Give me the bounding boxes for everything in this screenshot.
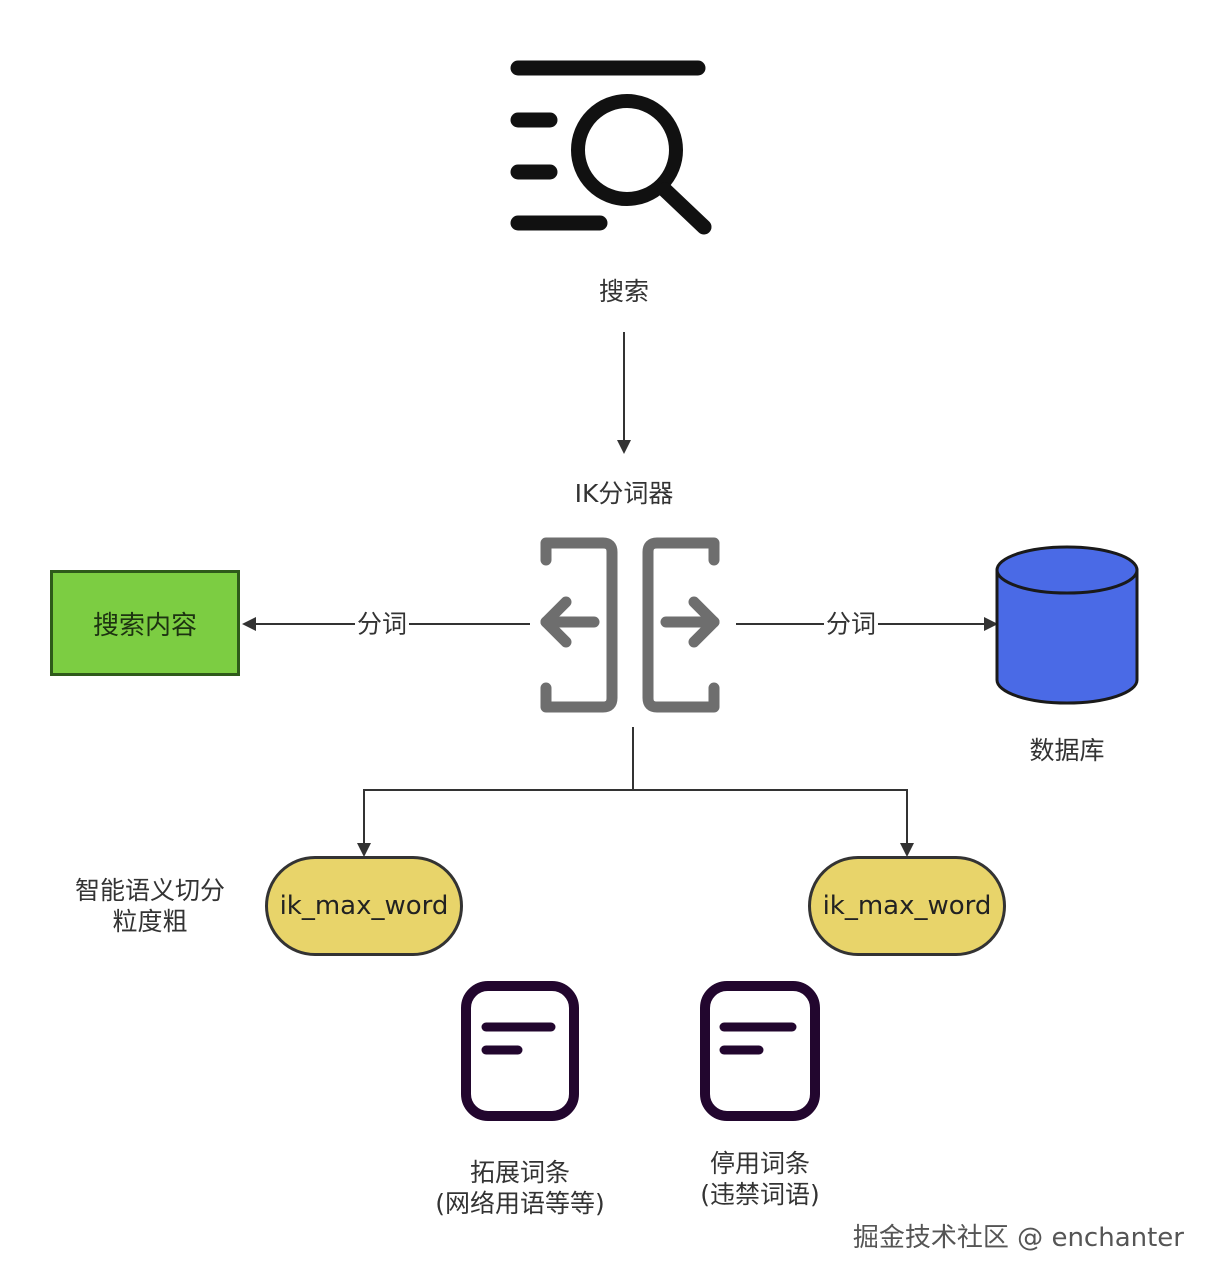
split-arrows-icon — [540, 537, 720, 713]
stop-dict-line2: (违禁词语) — [700, 1180, 820, 1210]
search-content-label: 搜索内容 — [92, 610, 197, 641]
stop-dict-line1: 停用词条 — [709, 1149, 811, 1178]
ik-max-word-node-right: ik_max_word — [808, 856, 1006, 956]
watermark: 掘金技术社区 @ enchanter — [852, 1223, 1184, 1253]
document-icon — [700, 981, 820, 1121]
tokenizer-label: IK分词器 — [574, 479, 674, 508]
search-list-icon — [510, 60, 712, 235]
smart-split-annotation: 智能语义切分 粒度粗 — [75, 875, 225, 938]
search-label: 搜索 — [598, 277, 650, 306]
ik-max-word-label-left: ik_max_word — [279, 891, 449, 921]
edge-label-right: 分词 — [823, 608, 879, 640]
database-cylinder-icon — [995, 545, 1139, 705]
database-label: 数据库 — [1029, 736, 1105, 765]
ext-dict-line2: (网络用语等等) — [435, 1189, 605, 1219]
edge-tokenizer-to-ik-modes — [357, 727, 914, 857]
edge-label-left: 分词 — [354, 608, 410, 640]
smart-split-line1: 智能语义切分 — [74, 876, 226, 905]
ext-dict-line1: 拓展词条 — [469, 1158, 571, 1187]
stop-dict-label: 停用词条 (违禁词语) — [700, 1148, 820, 1211]
ik-max-word-label-right: ik_max_word — [822, 891, 992, 921]
ik-max-word-node-left: ik_max_word — [265, 856, 463, 956]
smart-split-line2: 粒度粗 — [112, 907, 188, 937]
ext-dict-label: 拓展词条 (网络用语等等) — [435, 1157, 605, 1220]
search-content-node: 搜索内容 — [50, 570, 240, 676]
document-icon — [461, 981, 579, 1121]
